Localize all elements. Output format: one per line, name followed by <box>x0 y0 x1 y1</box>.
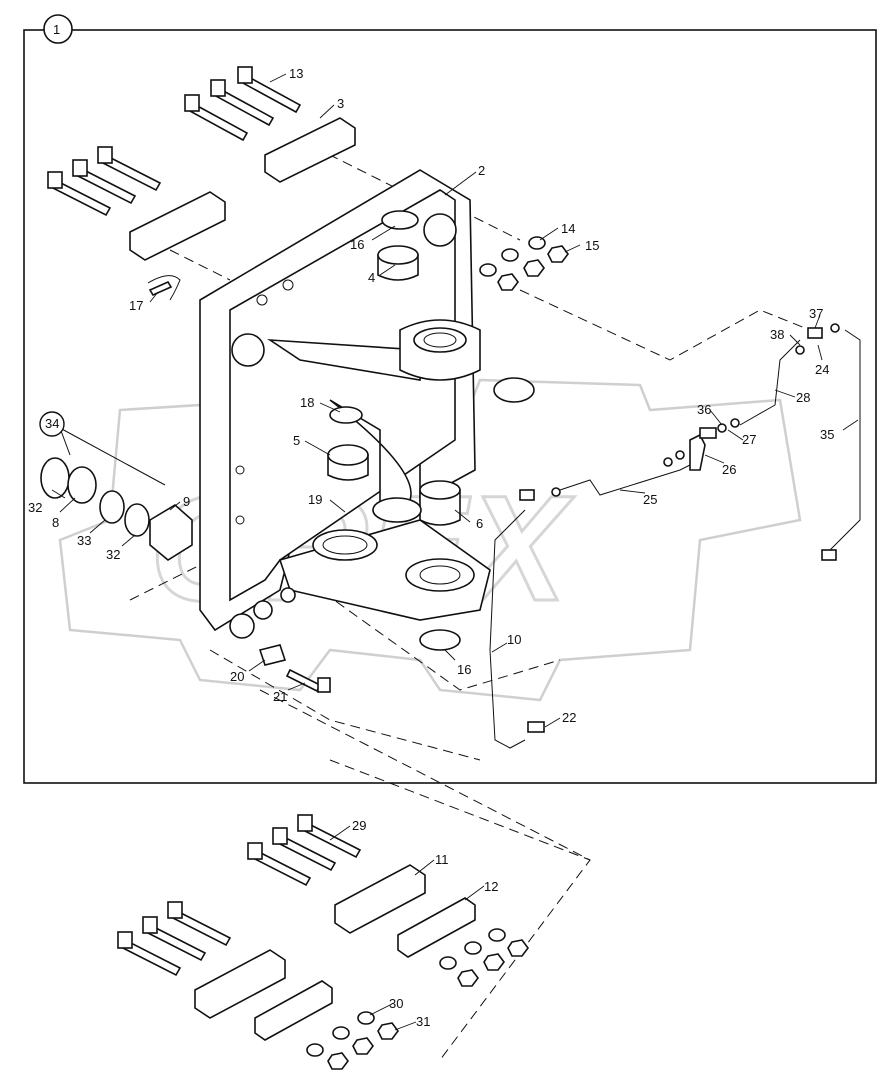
label-21: 21 <box>273 689 287 704</box>
label-19: 19 <box>308 492 322 507</box>
assembly-frame <box>23 29 877 784</box>
bushings-upper <box>377 210 535 403</box>
pin-17 <box>147 275 181 301</box>
label-9: 9 <box>183 494 190 509</box>
label-17: 17 <box>129 298 143 313</box>
label-16-lower: 16 <box>457 662 471 677</box>
label-22: 22 <box>562 710 576 725</box>
assembly-callout-circle <box>43 14 73 44</box>
bushing-bolt-20-21 <box>258 644 331 693</box>
label-2: 2 <box>478 163 485 178</box>
lower-washers-nuts-30-31 <box>306 928 529 1070</box>
cylinder-kit-left <box>40 427 193 561</box>
label-38: 38 <box>770 327 784 342</box>
label-25: 25 <box>643 492 657 507</box>
leader-lines <box>51 73 859 1031</box>
label-24: 24 <box>815 362 829 377</box>
label-32-right: 32 <box>106 547 120 562</box>
label-28: 28 <box>796 390 810 405</box>
washers-nuts-14-15 <box>479 236 569 291</box>
label-27: 27 <box>742 432 756 447</box>
part-labels: 13 3 2 16 14 15 4 17 18 34 5 19 9 32 8 6… <box>28 66 834 1029</box>
label-6: 6 <box>476 516 483 531</box>
label-34: 34 <box>45 416 59 431</box>
kit-callout-34 <box>39 411 65 437</box>
label-35: 35 <box>820 427 834 442</box>
label-11: 11 <box>435 852 449 867</box>
label-8: 8 <box>52 515 59 530</box>
label-32-left: 32 <box>28 500 42 515</box>
label-12: 12 <box>484 879 498 894</box>
label-5: 5 <box>293 433 300 448</box>
label-4: 4 <box>368 270 375 285</box>
lower-bolts-29 <box>117 814 362 977</box>
lower-plates-11-12 <box>194 864 476 1041</box>
label-10: 10 <box>507 632 521 647</box>
label-31: 31 <box>416 1014 430 1029</box>
label-36: 36 <box>697 402 711 417</box>
label-13: 13 <box>289 66 303 81</box>
label-26: 26 <box>722 462 736 477</box>
main-frame-casting <box>199 169 491 639</box>
label-29: 29 <box>352 818 366 833</box>
label-3: 3 <box>337 96 344 111</box>
label-30: 30 <box>389 996 403 1011</box>
hydraulic-lines <box>489 323 861 749</box>
bolt-set-13 <box>47 66 302 217</box>
label-20: 20 <box>230 669 244 684</box>
assembly-lines <box>129 139 811 1061</box>
label-16-upper: 16 <box>350 237 364 252</box>
assembly-callout-number: 1 <box>53 22 60 37</box>
plates-3 <box>129 117 356 261</box>
label-14: 14 <box>561 221 575 236</box>
label-37: 37 <box>809 306 823 321</box>
label-18: 18 <box>300 395 314 410</box>
label-33: 33 <box>77 533 91 548</box>
label-15: 15 <box>585 238 599 253</box>
